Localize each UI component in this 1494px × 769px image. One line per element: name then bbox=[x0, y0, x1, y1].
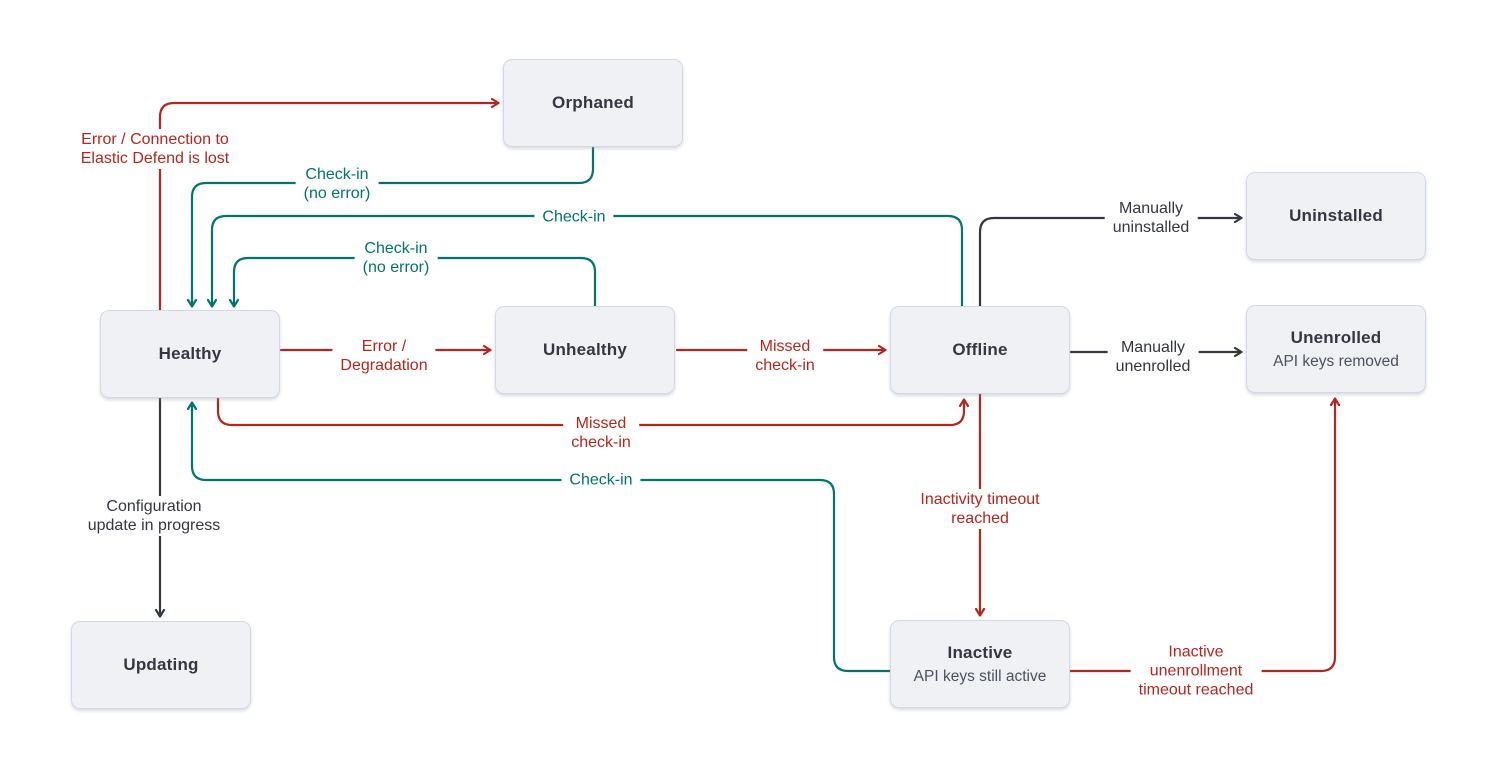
node-unenrolled-label: Unenrolled bbox=[1290, 327, 1382, 347]
node-uninstalled: Uninstalled bbox=[1246, 172, 1426, 260]
edge-label-checkin-from-unhealthy: Check-in (no error) bbox=[354, 238, 438, 278]
edge-healthy-to-orphaned bbox=[158, 97, 500, 312]
edge-label-checkin-from-inactive: Check-in bbox=[561, 469, 641, 491]
node-unhealthy-label: Unhealthy bbox=[543, 340, 627, 359]
edge-label-manually-uninstalled: Manually uninstalled bbox=[1104, 198, 1198, 238]
edge-label-manually-unenrolled: Manually unenrolled bbox=[1107, 337, 1199, 377]
edge-offline-to-uninstalled bbox=[978, 212, 1243, 308]
edge-label-checkin-from-offline: Check-in bbox=[534, 206, 614, 228]
node-unenrolled: Unenrolled API keys removed bbox=[1246, 305, 1426, 393]
node-uninstalled-label: Uninstalled bbox=[1289, 206, 1383, 225]
edge-label-inactivity-timeout: Inactivity timeout reached bbox=[912, 489, 1048, 529]
node-offline-label: Offline bbox=[952, 340, 1008, 359]
node-unhealthy: Unhealthy bbox=[495, 306, 675, 394]
edge-inactive-to-unenrolled bbox=[1068, 397, 1341, 673]
edge-label-inactive-unenrollment: Inactive unenrollment timeout reached bbox=[1130, 641, 1262, 701]
edge-label-configuration-update: Configuration update in progress bbox=[79, 496, 229, 536]
edge-label-missed-checkin-healthy: Missed check-in bbox=[563, 413, 639, 453]
node-updating: Updating bbox=[71, 621, 251, 709]
node-orphaned: Orphaned bbox=[503, 59, 683, 147]
node-inactive-sublabel: API keys still active bbox=[913, 667, 1047, 685]
node-updating-label: Updating bbox=[123, 655, 199, 674]
node-healthy: Healthy bbox=[100, 310, 280, 398]
node-healthy-label: Healthy bbox=[158, 344, 222, 363]
node-offline: Offline bbox=[890, 306, 1070, 394]
edge-label-missed-checkin-unhealthy: Missed check-in bbox=[747, 336, 823, 376]
edge-label-error-connection: Error / Connection to Elastic Defend is … bbox=[72, 129, 238, 169]
node-unenrolled-sublabel: API keys removed bbox=[1273, 352, 1399, 370]
edge-inactive-to-healthy bbox=[186, 401, 892, 673]
edge-label-checkin-from-orphaned: Check-in (no error) bbox=[295, 164, 379, 204]
node-inactive-label: Inactive bbox=[947, 642, 1013, 662]
edge-orphaned-to-healthy bbox=[186, 146, 595, 308]
node-inactive: Inactive API keys still active bbox=[890, 620, 1070, 708]
edge-label-error-degradation: Error / Degradation bbox=[332, 336, 436, 376]
node-orphaned-label: Orphaned bbox=[552, 93, 634, 112]
edge-offline-to-healthy bbox=[206, 214, 964, 308]
